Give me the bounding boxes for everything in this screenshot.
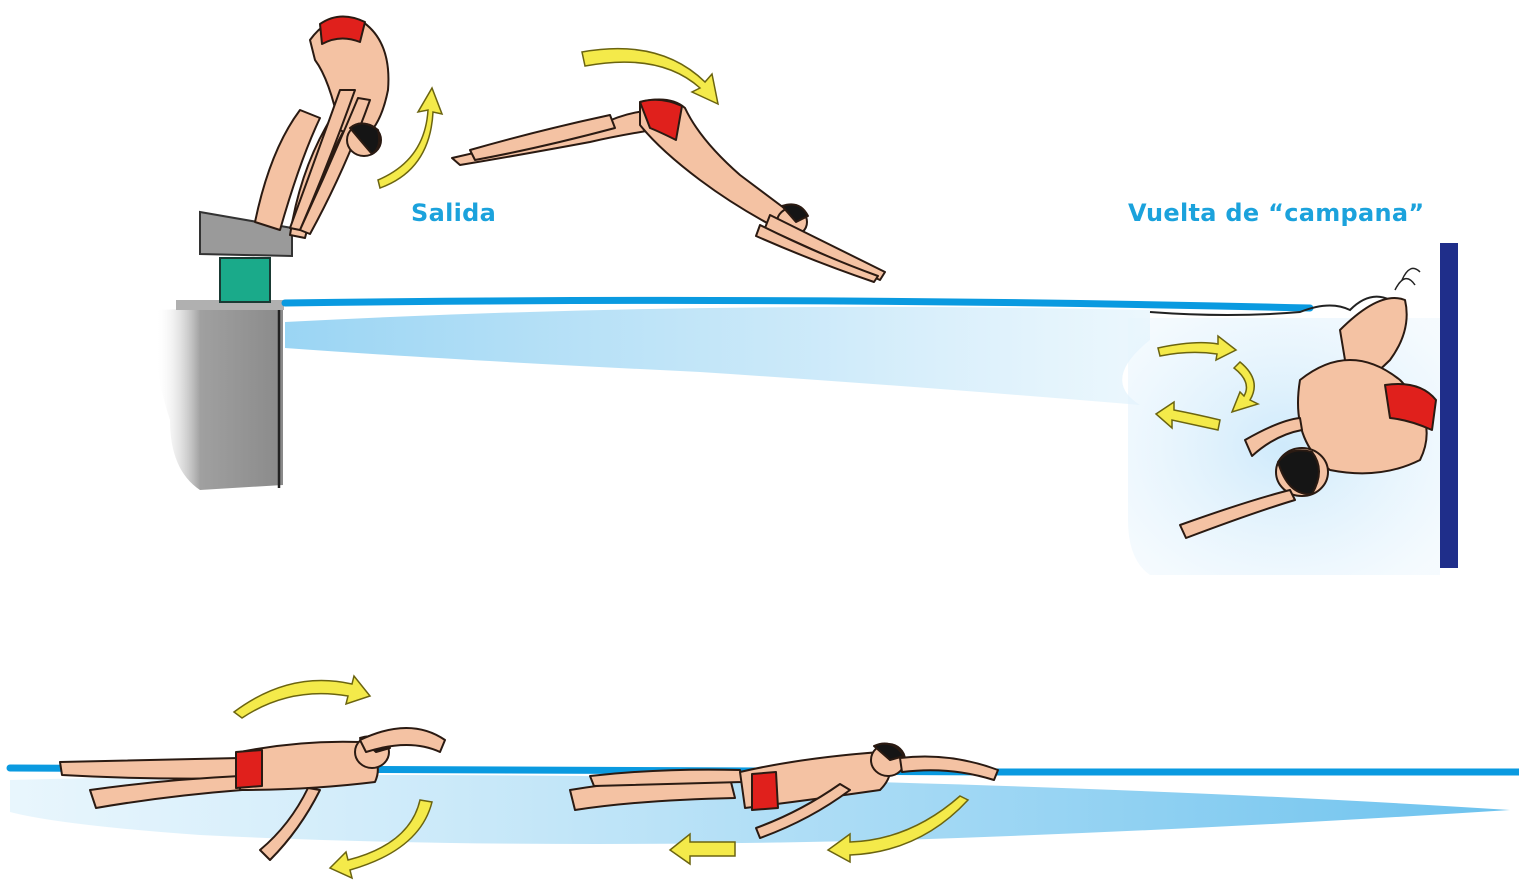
curved-arrow-icon [582, 49, 718, 104]
pool-wall-left [156, 300, 284, 490]
turn-label: Vuelta de “campana” [1128, 199, 1424, 227]
start-label: Salida [411, 199, 496, 227]
pool-wall-right [1440, 243, 1458, 568]
swimmer-on-block [255, 16, 388, 238]
swimmer-diving [452, 100, 885, 282]
curved-arrow-icon [378, 88, 442, 188]
curved-arrow-icon [234, 676, 370, 718]
